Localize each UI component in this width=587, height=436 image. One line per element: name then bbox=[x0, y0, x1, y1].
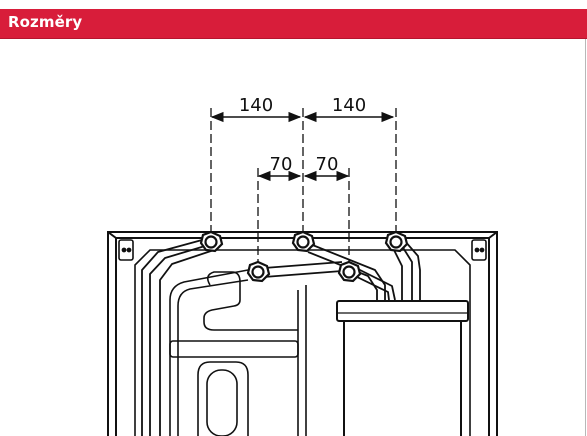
connector-top-left bbox=[199, 230, 224, 253]
unit-housing bbox=[107, 231, 498, 436]
connector-lower-left bbox=[246, 260, 271, 283]
mounting-bracket-right bbox=[471, 239, 487, 261]
top-margin bbox=[0, 0, 587, 9]
dimension-label-right-70: 70 bbox=[316, 154, 339, 175]
left-chamber bbox=[169, 269, 307, 436]
connector-lower-right bbox=[337, 260, 362, 283]
dimension-label-left-70: 70 bbox=[270, 154, 293, 175]
dimension-label-right-140: 140 bbox=[332, 95, 366, 116]
section-title: Rozměry bbox=[8, 13, 83, 31]
section-header: Rozměry bbox=[0, 9, 587, 39]
water-tank bbox=[336, 300, 469, 436]
extension-lines bbox=[210, 108, 397, 263]
pipes bbox=[141, 239, 421, 436]
connector-top-middle bbox=[291, 230, 316, 253]
mounting-bracket-left bbox=[118, 239, 134, 261]
dimension-label-left-140: 140 bbox=[239, 95, 273, 116]
connector-top-right bbox=[384, 230, 409, 253]
